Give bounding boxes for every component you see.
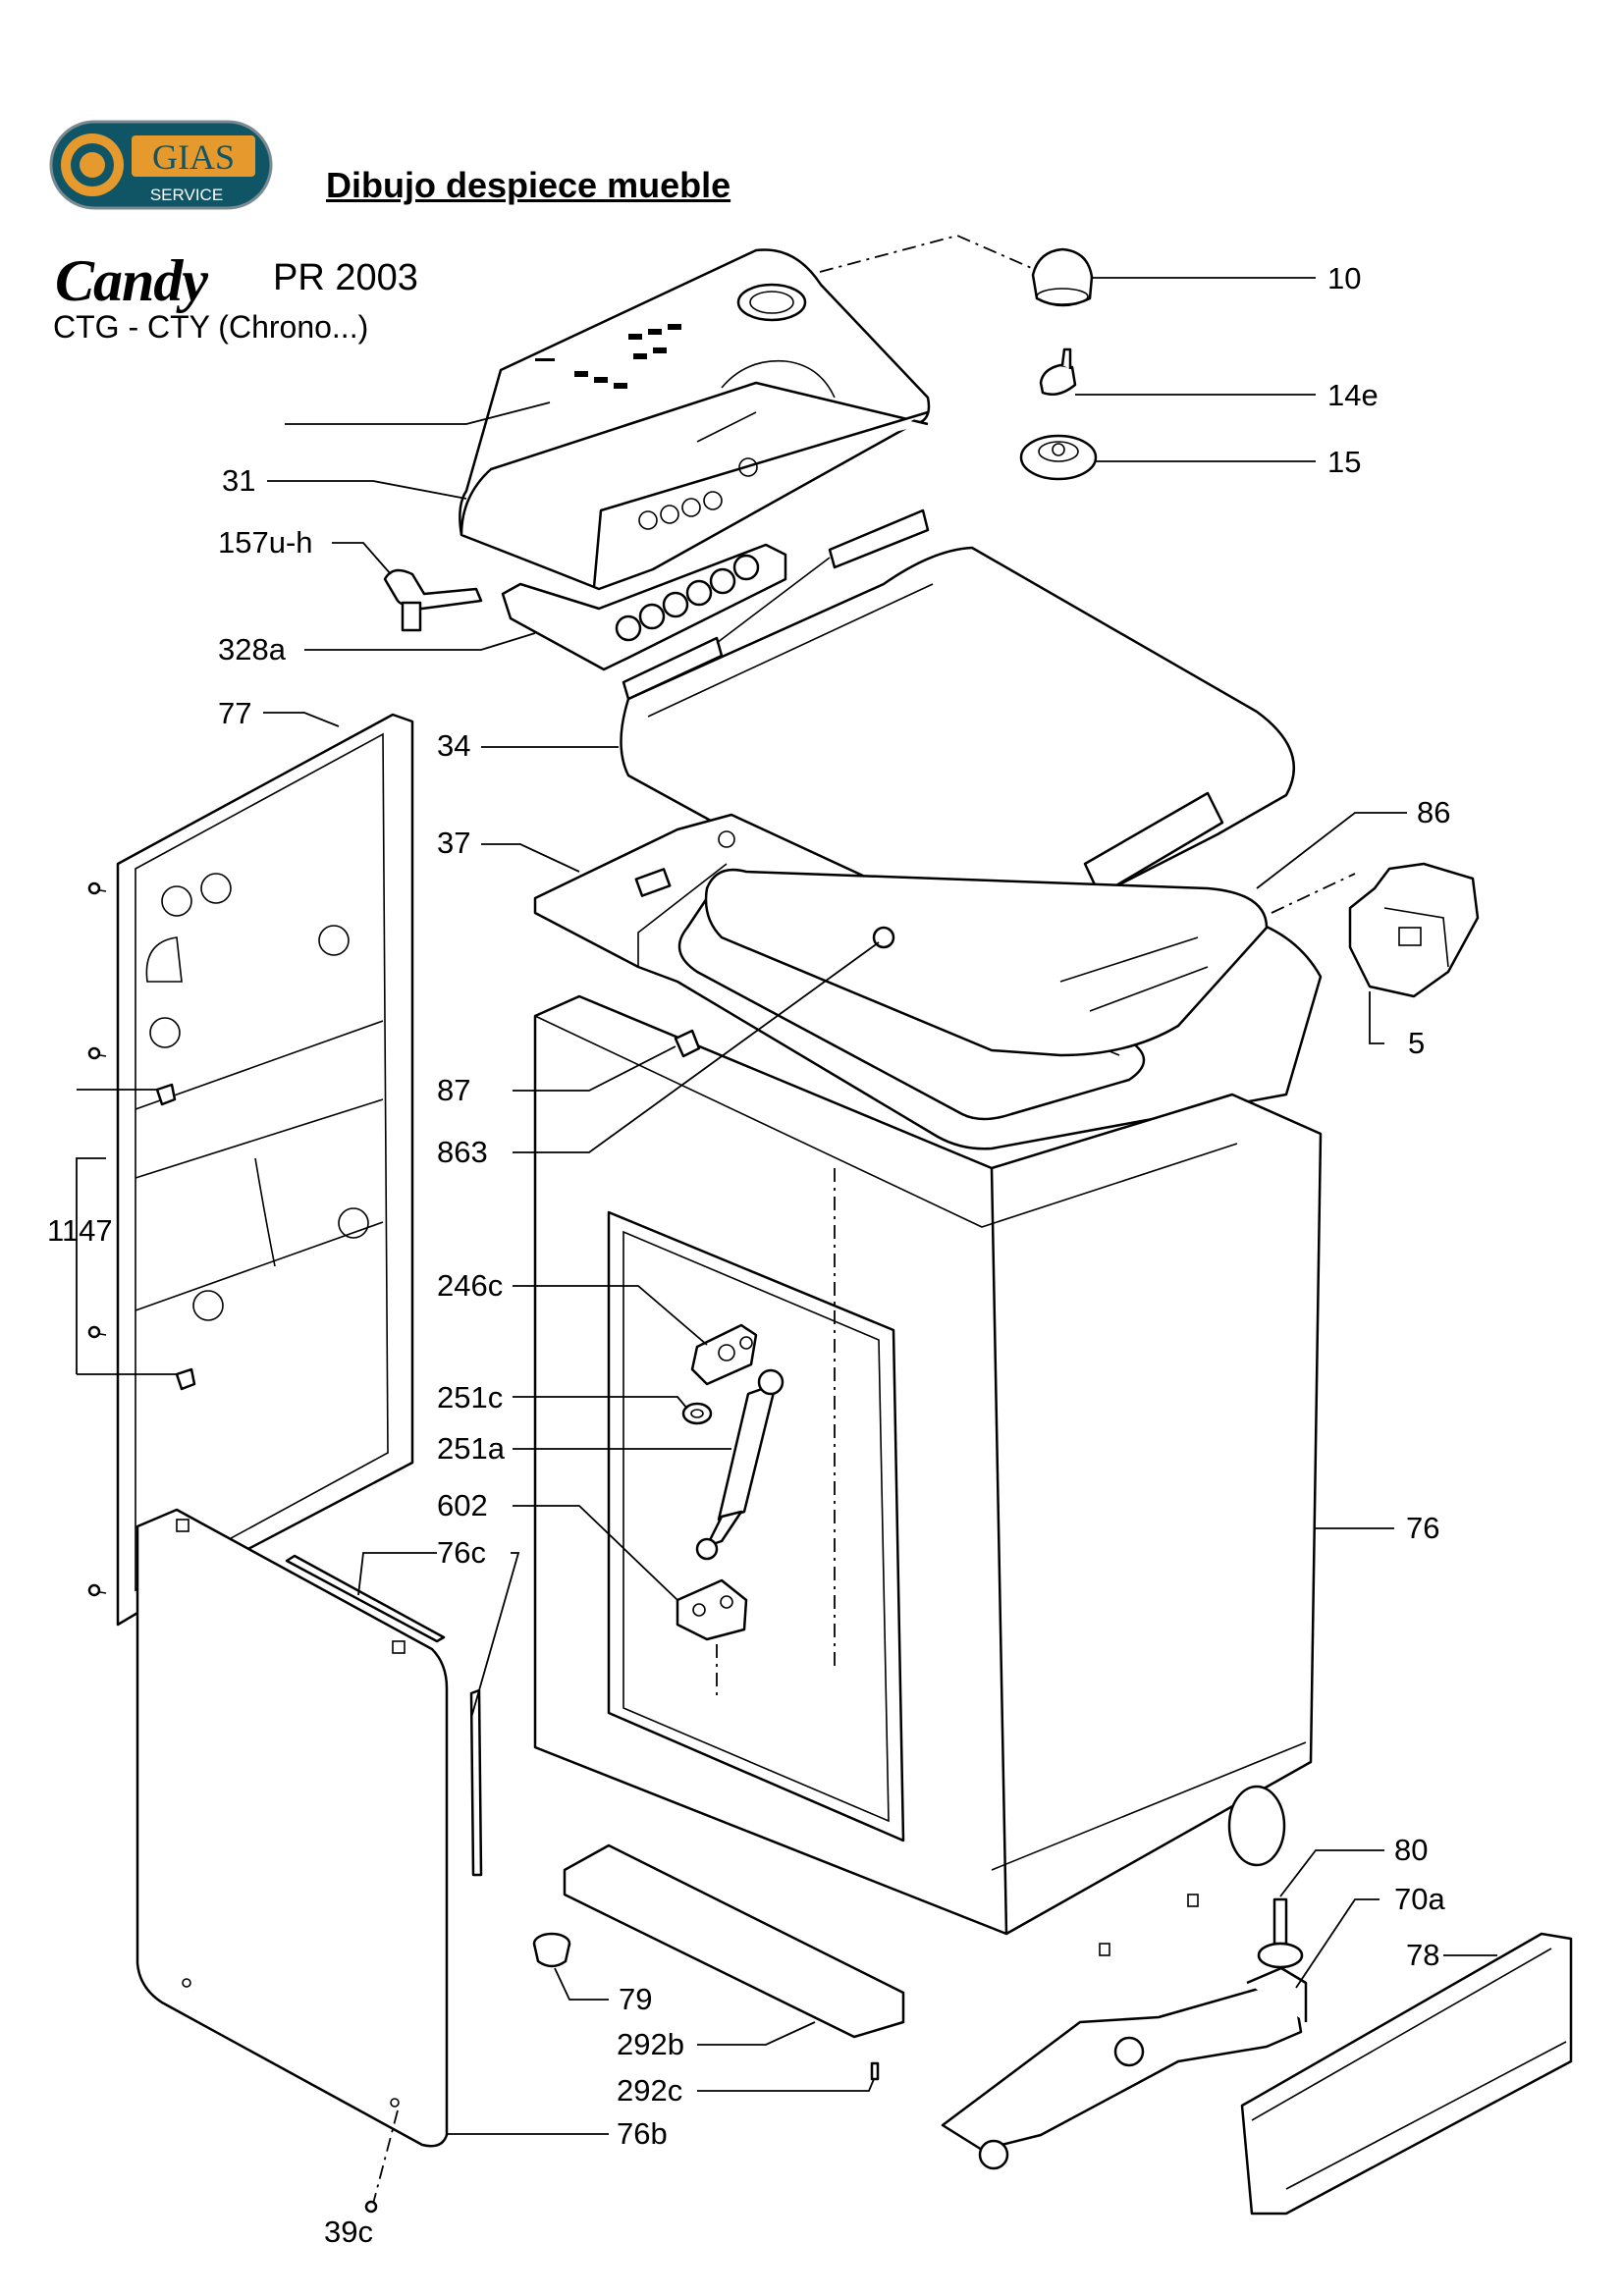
part-70a-base-trolley (941, 1966, 1308, 2170)
part-31-control-panel (459, 248, 931, 591)
label-part-292c: 292c (617, 2073, 683, 2108)
part-157u-h-cable (383, 568, 483, 632)
leader-lines (76, 277, 1497, 2135)
part-292b-base-plate (563, 1843, 905, 2039)
label-part-157u-h: 157u-h (218, 525, 313, 560)
part-76b-front-panel (135, 1508, 449, 2148)
part-79-foot (532, 1932, 571, 1968)
label-part-34: 34 (437, 728, 471, 763)
logo-subtext: SERVICE (150, 186, 223, 204)
part-251c-washer (681, 1402, 713, 1425)
label-part-80: 80 (1394, 1833, 1429, 1867)
part-39c-screw (364, 2200, 378, 2214)
label-part-37: 37 (437, 826, 471, 860)
label-part-31: 31 (222, 463, 256, 498)
part-78-plinth (1240, 1932, 1573, 2216)
part-15-selector (1019, 434, 1098, 481)
label-part-87: 87 (437, 1073, 471, 1107)
panel-buttons (638, 457, 758, 530)
part-1147-screws (87, 881, 196, 1597)
part-246c-bracket (690, 1323, 758, 1386)
label-part-10: 10 (1327, 261, 1362, 295)
part-76c-strip-a (285, 1554, 446, 1643)
label-part-1147: 1147 (47, 1213, 113, 1248)
part-76c-strip-b (469, 1688, 483, 1877)
logo-text: GIAS (152, 137, 235, 177)
label-part-86: 86 (1417, 795, 1451, 829)
part-77-rear-panel (116, 713, 414, 1627)
model-subtitle: CTG - CTY (Chrono...) (53, 309, 369, 345)
lid-hinge-strip (622, 508, 930, 701)
label-part-863: 863 (437, 1135, 488, 1169)
label-part-328a: 328a (218, 632, 286, 667)
part-76-cabinet (533, 994, 1323, 1956)
part-80-adjustable-foot (1257, 1897, 1304, 1969)
part-328a-button-board (501, 543, 787, 671)
page-title: Dibujo despiece mueble (326, 165, 731, 205)
part-87-clip (674, 1029, 701, 1058)
panel-labels (535, 324, 681, 389)
label-part-76b: 76b (617, 2116, 668, 2151)
label-part-251c: 251c (437, 1380, 504, 1415)
label-part-292b: 292b (617, 2027, 684, 2061)
label-part-77: 77 (218, 696, 252, 730)
label-part-76: 76 (1406, 1511, 1440, 1545)
brand-name: Candy (55, 248, 208, 313)
part-602-bracket (676, 1578, 748, 1641)
part-5-door-lock (1348, 862, 1480, 998)
label-part-5: 5 (1408, 1026, 1426, 1060)
label-part-246c: 246c (437, 1268, 504, 1303)
label-part-76c: 76c (437, 1535, 486, 1570)
part-86-inner-lid (704, 868, 1269, 1057)
label-part-14e: 14e (1327, 378, 1379, 412)
model-name: PR 2003 (273, 257, 418, 298)
label-part-39c: 39c (324, 2215, 373, 2249)
label-part-79: 79 (619, 1982, 653, 2016)
gias-service-logo: GIAS SERVICE (49, 120, 273, 210)
label-part-602: 602 (437, 1488, 488, 1522)
part-10-knob (1031, 247, 1094, 307)
label-part-78: 78 (1406, 1938, 1440, 1972)
part-251a-shock-absorber (695, 1368, 784, 1561)
part-292c-screw (870, 2061, 880, 2081)
part-14e-bushing (1039, 347, 1077, 396)
label-part-15: 15 (1327, 445, 1362, 479)
label-part-251a: 251a (437, 1431, 505, 1466)
label-part-70a: 70a (1394, 1882, 1445, 1916)
